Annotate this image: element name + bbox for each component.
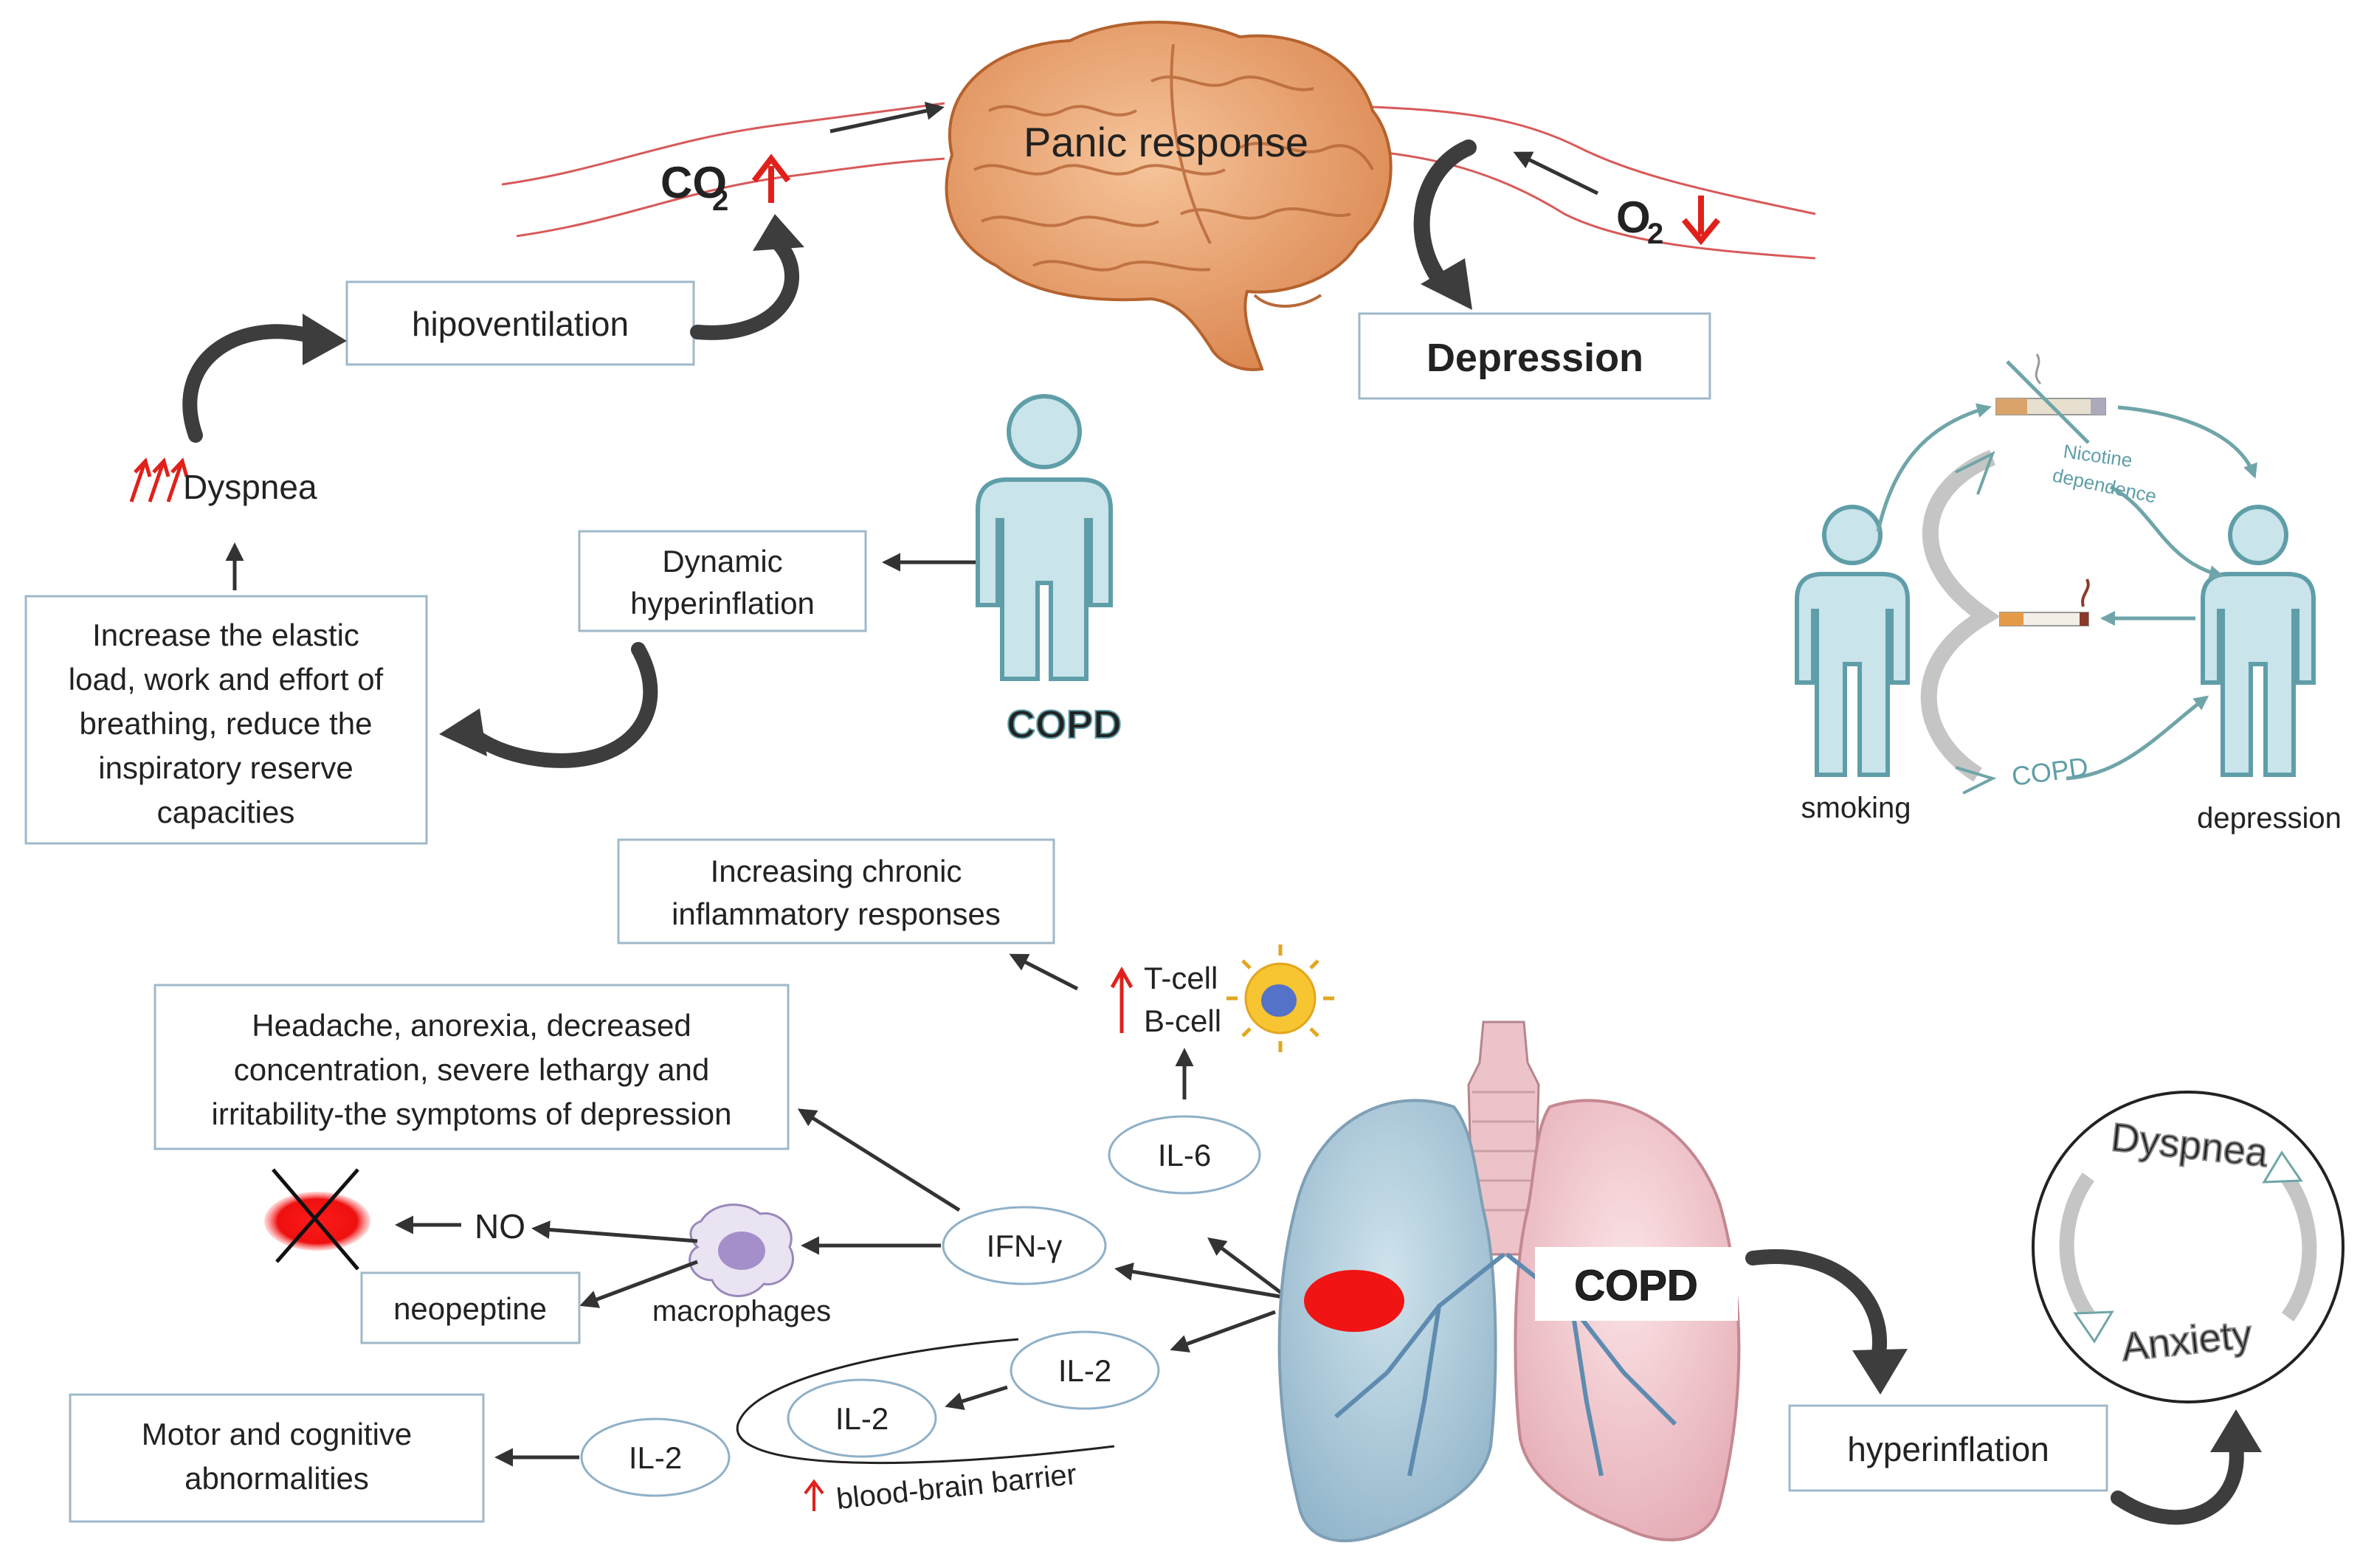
- co2-up-arrow-icon: [751, 153, 791, 183]
- curved-arrow-copd-to-hyperinflation: [1745, 1249, 1908, 1395]
- depressed-person-icon: [2201, 505, 2316, 777]
- b-cell-text: B-cell: [1144, 1004, 1221, 1038]
- elastic-line-5: capacities: [157, 795, 295, 829]
- copd-lung-label-bg: [1535, 1247, 1738, 1321]
- lung-red-spot: [1304, 1270, 1404, 1332]
- no-label: NO: [475, 1207, 525, 1246]
- co2-indicator: CO 2: [660, 153, 791, 217]
- bbb-up-arrow-icon: [804, 1479, 824, 1495]
- arrow-tcell-to-inflammation: [1009, 953, 1079, 991]
- box-hipoventilation: hipoventilation: [345, 280, 695, 366]
- curved-arrow-dynamic-to-elastic: [439, 642, 658, 768]
- hipoventilation-text: hipoventilation: [412, 305, 629, 343]
- elastic-line-4: inspiratory reserve: [98, 750, 353, 785]
- il2-left-text: IL-2: [629, 1440, 682, 1475]
- oval-il2-left: IL-2: [580, 1417, 731, 1497]
- o2-text: O: [1616, 193, 1651, 242]
- triple-up-arrow-icon: [129, 457, 189, 502]
- arrow-macrophage-to-no: [531, 1220, 698, 1243]
- copd-person-icon: [976, 394, 1113, 681]
- box-elastic-load: Increase the elastic load, work and effo…: [24, 595, 428, 845]
- crossed-cigarette-icon: [1995, 353, 2106, 444]
- dyspnea-label: Dyspnea: [129, 457, 317, 506]
- macrophages-label: macrophages: [652, 1295, 831, 1327]
- macrophage-icon: [689, 1203, 795, 1297]
- o2-indicator: O 2: [1616, 193, 1721, 250]
- depression-text: Depression: [1426, 336, 1643, 380]
- il6-text: IL-6: [1158, 1138, 1211, 1172]
- arrow-o2-to-brain: [1513, 151, 1599, 196]
- arrow-lungs-to-il2: [1170, 1310, 1276, 1353]
- chronic-line-2: inflammatory responses: [672, 897, 1001, 931]
- symptoms-line-2: concentration, severe lethargy and: [234, 1052, 709, 1087]
- dynamic-line-1: Dynamic: [662, 544, 782, 578]
- arrow-ifn-to-symptoms: [797, 1108, 961, 1212]
- smoking-person-icon: [1795, 505, 1910, 777]
- box-depression: Depression: [1358, 312, 1711, 400]
- cell-up-arrow-icon: [1110, 966, 1134, 989]
- t-cell-text: T-cell: [1144, 961, 1218, 995]
- motor-line-2: abnormalities: [184, 1461, 369, 1496]
- box-motor-cognitive: Motor and cognitive abnormalities: [69, 1393, 485, 1523]
- crossed-red-blob-icon: [264, 1168, 370, 1271]
- o2-subscript: 2: [1647, 218, 1663, 250]
- motor-line-1: Motor and cognitive: [142, 1417, 413, 1451]
- t-b-cell-label: T-cell B-cell: [1110, 961, 1221, 1038]
- symptoms-line-1: Headache, anorexia, decreased: [252, 1008, 691, 1043]
- bbb-label: blood-brain barrier: [804, 1458, 1078, 1516]
- oval-il2-middle: IL-2: [787, 1378, 937, 1458]
- dyspnea-text: Dyspnea: [183, 468, 317, 506]
- smoking-depression-inset: Nicotine dependence COPD smoking depress…: [1795, 353, 2342, 835]
- copd-lung-label: COPD: [1574, 1262, 1698, 1310]
- dyspnea-anxiety-cycle: Dyspnea Anxiety: [2032, 1091, 2345, 1403]
- copd-person-label: COPD: [1007, 702, 1122, 747]
- o2-down-arrow-icon: [1681, 218, 1721, 246]
- elastic-line-1: Increase the elastic: [92, 618, 359, 652]
- box-dynamic-hyperinflation: Dynamic hyperinflation: [578, 530, 867, 632]
- elastic-line-2: load, work and effort of: [69, 662, 384, 697]
- curved-arrow-dyspnea-to-hipo: [182, 314, 347, 443]
- hyperinflation-text: hyperinflation: [1847, 1430, 2049, 1468]
- oval-ifn: IFN-γ: [942, 1206, 1107, 1285]
- curved-arrow-hyperinflation-to-cycle: [2111, 1409, 2262, 1525]
- il2-right-text: IL-2: [1058, 1353, 1111, 1388]
- inset-smoking-label: smoking: [1801, 792, 1911, 824]
- dynamic-line-2: hyperinflation: [630, 586, 815, 621]
- il2-middle-text: IL-2: [835, 1401, 889, 1436]
- inset-nicotine-2: dependence: [2051, 464, 2159, 508]
- box-hyperinflation: hyperinflation: [1788, 1404, 2108, 1492]
- lymphocyte-icon: [1226, 944, 1334, 1052]
- chronic-line-1: Increasing chronic: [711, 854, 962, 888]
- curved-arrow-hipo-to-co2: [690, 214, 804, 340]
- co2-subscript: 2: [712, 184, 728, 217]
- oval-il6: IL-6: [1108, 1115, 1261, 1195]
- blood-brain-barrier-line: [736, 1338, 1115, 1465]
- ifn-text: IFN-γ: [987, 1229, 1063, 1263]
- box-neopeptine: neopeptine: [360, 1271, 581, 1344]
- arrow-to-brain: [829, 101, 945, 134]
- box-depression-symptoms: Headache, anorexia, decreased concentrat…: [153, 984, 790, 1150]
- curved-arrow-brain-to-depression: [1413, 139, 1477, 310]
- neopeptine-text: neopeptine: [393, 1291, 547, 1326]
- inset-depression-label: depression: [2197, 802, 2342, 835]
- bbb-text: blood-brain barrier: [835, 1458, 1078, 1516]
- brain-label: Panic response: [1024, 119, 1308, 165]
- arrow-lungs-to-ifn: [1114, 1263, 1285, 1299]
- arrow-lungs-to-il6: [1207, 1237, 1286, 1296]
- inset-copd: COPD: [2009, 751, 2090, 792]
- cigarette-icon: [1999, 578, 2090, 626]
- symptoms-line-3: irritability-the symptoms of depression: [212, 1096, 732, 1131]
- arrow-il2-to-il2: [945, 1385, 1008, 1410]
- brain-illustration: [945, 21, 1393, 371]
- arrow-macrophage-to-neopeptine: [579, 1260, 698, 1308]
- oval-il2-right: IL-2: [1010, 1330, 1160, 1410]
- co2-text: CO: [660, 158, 727, 207]
- box-chronic-inflammation: Increasing chronic inflammatory response…: [617, 838, 1055, 944]
- elastic-line-3: breathing, reduce the: [80, 706, 373, 741]
